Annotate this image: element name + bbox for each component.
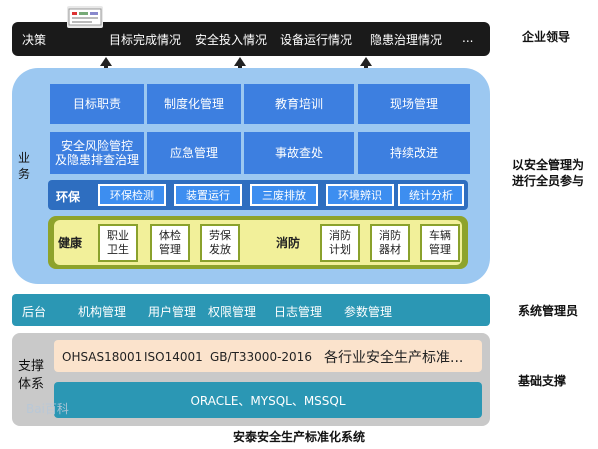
standard-iso: ISO14001 [144,350,203,364]
env-item-identify[interactable]: 环境辨识 [326,184,394,206]
watermark: Bai百科 [26,402,69,416]
module-education[interactable]: 教育培训 [244,84,354,124]
standard-industry: 各行业安全生产标准... [324,350,464,366]
backend-item-params[interactable]: 参数管理 [344,305,393,319]
decision-item-equipment: 设备运行情况 [280,33,353,47]
decision-bar: 决策 目标完成情况 安全投入情况 设备运行情况 隐患治理情况 ... [12,22,490,56]
env-item-stats[interactable]: 统计分析 [398,184,464,206]
env-item-detect[interactable]: 环保检测 [98,184,166,206]
backend-label: 后台 [22,305,47,319]
database-bar: ORACLE、MYSQL、MSSQL [54,382,482,418]
standard-gbt: GB/T33000-2016 [210,350,312,364]
backend-item-org[interactable]: 机构管理 [78,305,127,319]
fire-item-plan[interactable]: 消防 计划 [320,224,360,262]
sysadmin-label: 系统管理员 [518,304,579,318]
health-label: 健康 [58,236,83,250]
backend-bar: 后台 机构管理 用户管理 权限管理 日志管理 参数管理 [12,294,490,326]
safety-mgmt-label-2: 进行全员参与 [512,174,585,188]
arrow-head-1 [100,57,112,66]
business-side-label: 业 务 [18,151,31,181]
arrow-head-3 [360,57,372,66]
standard-ohsas: OHSAS18001 [62,350,143,364]
fire-item-vehicle[interactable]: 车辆 管理 [420,224,460,262]
health-item-occupational[interactable]: 职业 卫生 [98,224,138,262]
module-emergency[interactable]: 应急管理 [147,132,241,174]
standards-bar: OHSAS18001 ISO14001 GB/T33000-2016 各行业安全… [54,340,482,372]
module-accident[interactable]: 事故查处 [244,132,354,174]
backend-item-log[interactable]: 日志管理 [274,305,323,319]
enterprise-leader-label: 企业领导 [522,30,571,44]
health-item-checkup[interactable]: 体检 管理 [150,224,190,262]
health-item-ppe[interactable]: 劳保 发放 [200,224,240,262]
module-risk-control[interactable]: 安全风险管控 及隐患排查治理 [50,132,144,174]
module-institutional[interactable]: 制度化管理 [147,84,241,124]
decision-item-investment: 安全投入情况 [195,33,268,47]
backend-item-permission[interactable]: 权限管理 [208,305,257,319]
env-label: 环保 [56,190,81,204]
diagram-caption: 安泰安全生产标准化系统 [232,430,365,444]
decision-item-target: 目标完成情况 [109,33,182,47]
module-target-duty[interactable]: 目标职责 [50,84,144,124]
module-improve[interactable]: 持续改进 [358,132,470,174]
arrow-head-2 [234,57,246,66]
foundation-label: 基础支撑 [518,374,567,388]
decision-item-more: ... [462,31,474,45]
support-side-label: 支撑 体系 [18,359,45,392]
database-label: ORACLE、MYSQL、MSSQL [190,393,346,408]
env-item-device[interactable]: 装置运行 [174,184,242,206]
fire-label: 消防 [276,236,301,250]
safety-mgmt-label-1: 以安全管理为​ [512,158,585,172]
dashboard-icon [67,6,103,28]
decision-label: 决策 [22,33,47,47]
backend-item-user[interactable]: 用户管理 [148,305,197,319]
module-site[interactable]: 现场管理 [358,84,470,124]
decision-item-hazard: 隐患治理情况 [370,33,443,47]
fire-item-equipment[interactable]: 消防 器材 [370,224,410,262]
env-item-waste[interactable]: 三废排放 [250,184,318,206]
